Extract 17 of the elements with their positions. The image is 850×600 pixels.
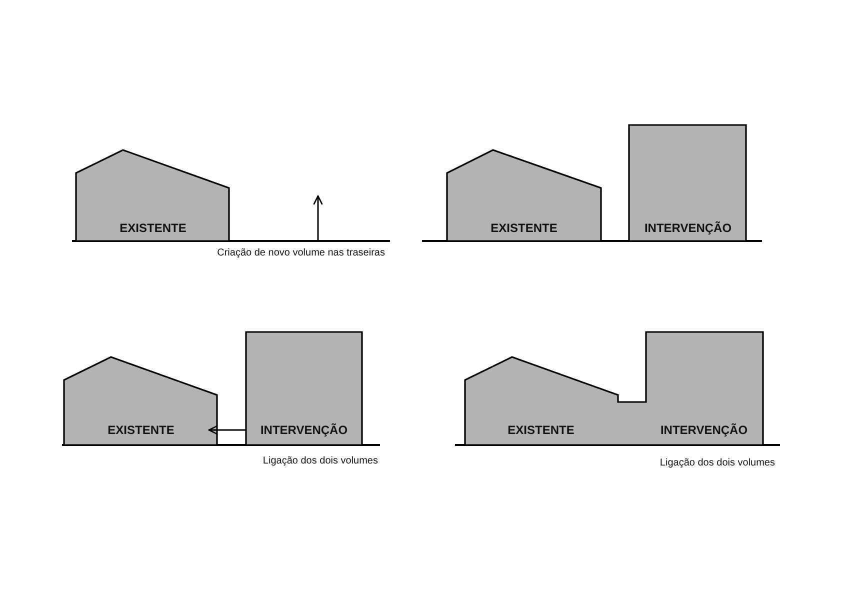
volume-label: EXISTENTE xyxy=(508,423,574,437)
building-volume xyxy=(629,125,746,241)
caption: Criação de novo volume nas traseiras xyxy=(217,248,385,258)
caption: Ligação dos dois volumes xyxy=(262,456,378,466)
building-volume xyxy=(64,357,217,445)
caption: Ligação dos dois volumes xyxy=(660,458,775,468)
building-volume xyxy=(465,332,763,445)
building-volume xyxy=(76,150,229,241)
volume-label: INTERVENÇÃO xyxy=(660,423,748,437)
volume-label: EXISTENTE xyxy=(120,221,186,235)
arrow xyxy=(208,425,246,435)
volume-label: INTERVENÇÃO xyxy=(644,221,732,235)
building-volume xyxy=(246,332,362,445)
volume-label: EXISTENTE xyxy=(108,423,174,437)
volume-label: INTERVENÇÃO xyxy=(260,423,348,437)
volume-label: EXISTENTE xyxy=(490,221,558,235)
building-volume xyxy=(447,150,601,241)
